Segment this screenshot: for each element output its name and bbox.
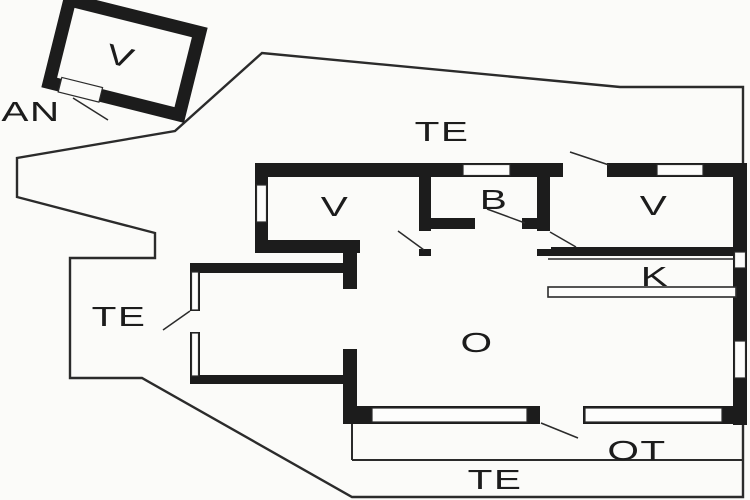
label-annex-entry: AN [1, 96, 60, 127]
label-covered-terrace: OT [607, 435, 666, 466]
kitchen-area [547, 258, 737, 298]
window-marker [190, 271, 200, 311]
door-opening [540, 405, 583, 425]
annex-building [41, 0, 208, 123]
door-swing [549, 231, 577, 248]
door-opening [536, 231, 551, 249]
door-swing [569, 151, 610, 166]
windows [190, 163, 747, 423]
label-terrace-left: TE [92, 301, 147, 332]
kitchen-counter [547, 286, 737, 298]
terrace-outline [15, 51, 745, 499]
label-kitchen: K [641, 261, 670, 292]
label-bathroom: B [480, 184, 509, 215]
window-marker [584, 407, 723, 423]
window-marker [462, 163, 511, 177]
door-swing [162, 310, 191, 331]
wall-kitchen-top [545, 247, 747, 256]
window-marker [255, 184, 268, 223]
door-swings [72, 97, 610, 439]
window-marker [656, 163, 704, 177]
window-marker [190, 332, 200, 377]
label-bedroom-left: V [321, 191, 350, 222]
wall-left-bedroom-bottom [255, 240, 360, 253]
door-swing [486, 208, 526, 224]
wall-stub-lower [343, 349, 357, 424]
door-opening [418, 231, 432, 249]
label-terrace-bottom: TE [468, 464, 523, 495]
label-terrace-top: TE [415, 116, 470, 147]
window-marker [371, 407, 528, 423]
window-marker [733, 340, 747, 379]
label-bedroom-right: V [640, 190, 669, 221]
annex-door-opening [57, 76, 104, 103]
room-labels: AN V TE V B V K TE O OT TE [1, 38, 670, 495]
wall-stub-upper [343, 246, 357, 289]
door-openings [189, 162, 607, 425]
door-swing [540, 422, 579, 439]
label-living-room: O [460, 327, 493, 358]
window-marker [733, 251, 747, 269]
wall-hall-top [190, 263, 345, 273]
door-swing [397, 230, 425, 251]
door-opening [563, 162, 607, 178]
door-opening [475, 217, 522, 230]
door-opening [189, 311, 201, 332]
wall-hall-bottom [190, 375, 345, 384]
covered-terrace-boundary [351, 424, 743, 461]
door-swing [72, 97, 109, 121]
